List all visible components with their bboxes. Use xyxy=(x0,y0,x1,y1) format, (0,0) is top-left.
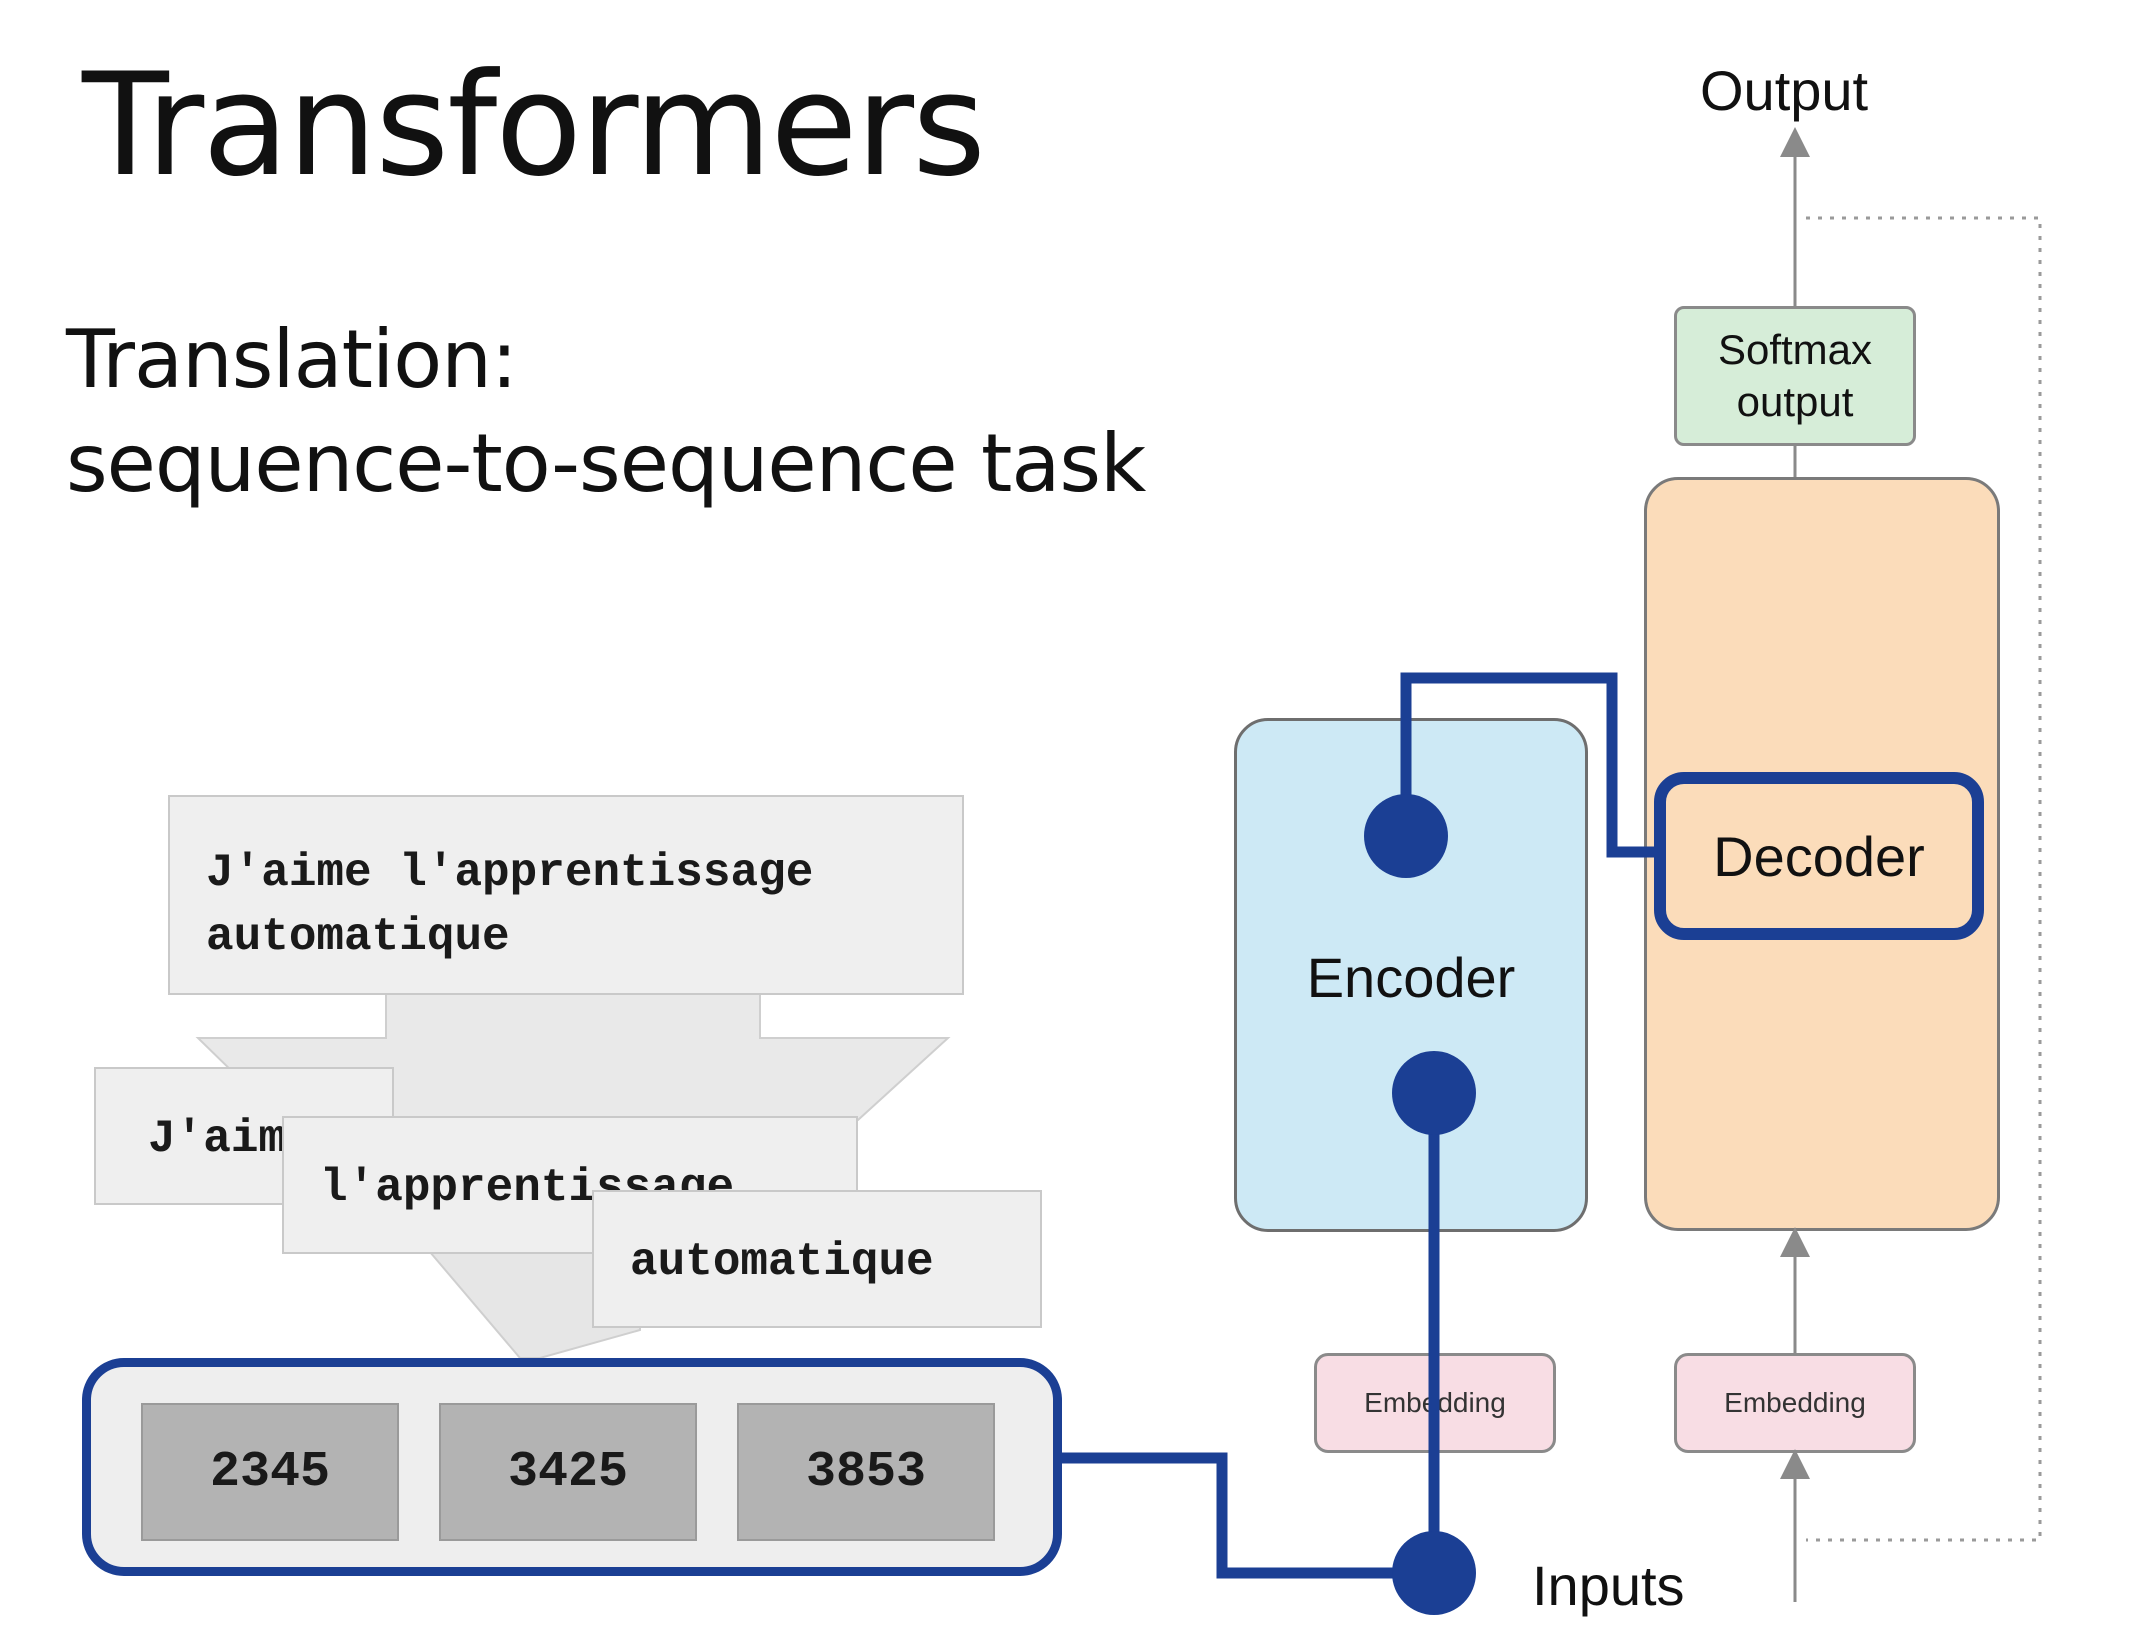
encoder-label: Encoder xyxy=(1306,946,1516,1009)
token-text-3: automatique xyxy=(630,1236,934,1288)
token-box-2: l'apprentissage xyxy=(282,1116,858,1254)
node-encoder-top xyxy=(1364,794,1448,878)
path-encoder-to-decoder xyxy=(1400,672,1660,858)
softmax-line-1: Softmax xyxy=(1717,326,1873,373)
decoder-box: Decoder xyxy=(1654,772,1984,940)
page-title: Transformers xyxy=(82,43,986,208)
path-ids-to-inputs xyxy=(1062,1452,1434,1579)
source-sentence-line-2: automatique xyxy=(206,911,510,963)
subtitle: Translation: sequence-to-sequence task xyxy=(66,308,1146,516)
source-sentence: J'aime l'apprentissage automatique xyxy=(206,841,813,969)
node-encoder-bottom xyxy=(1392,1051,1476,1135)
softmax-output-box: Softmax output xyxy=(1674,306,1916,446)
token-id-2: 3425 xyxy=(439,1403,697,1541)
token-ids-box: 2345 3425 3853 xyxy=(82,1358,1062,1576)
output-label: Output xyxy=(1700,59,1869,122)
softmax-line-2: output xyxy=(1736,378,1854,425)
subtitle-line-1: Translation: xyxy=(66,313,518,406)
inputs-label: Inputs xyxy=(1532,1554,1685,1617)
decoder-stack xyxy=(1644,477,2000,1231)
token-id-1: 2345 xyxy=(141,1403,399,1541)
embedding-decoder: Embedding xyxy=(1674,1353,1916,1453)
token-box-3: automatique xyxy=(592,1190,1042,1328)
subtitle-line-2: sequence-to-sequence task xyxy=(66,417,1146,510)
decoder-label: Decoder xyxy=(1713,824,1925,888)
source-sentence-box: J'aime l'apprentissage automatique xyxy=(168,795,964,995)
source-sentence-line-1: J'aime l'apprentissage xyxy=(206,847,814,899)
token-id-3: 3853 xyxy=(737,1403,995,1541)
node-inputs xyxy=(1392,1531,1476,1615)
